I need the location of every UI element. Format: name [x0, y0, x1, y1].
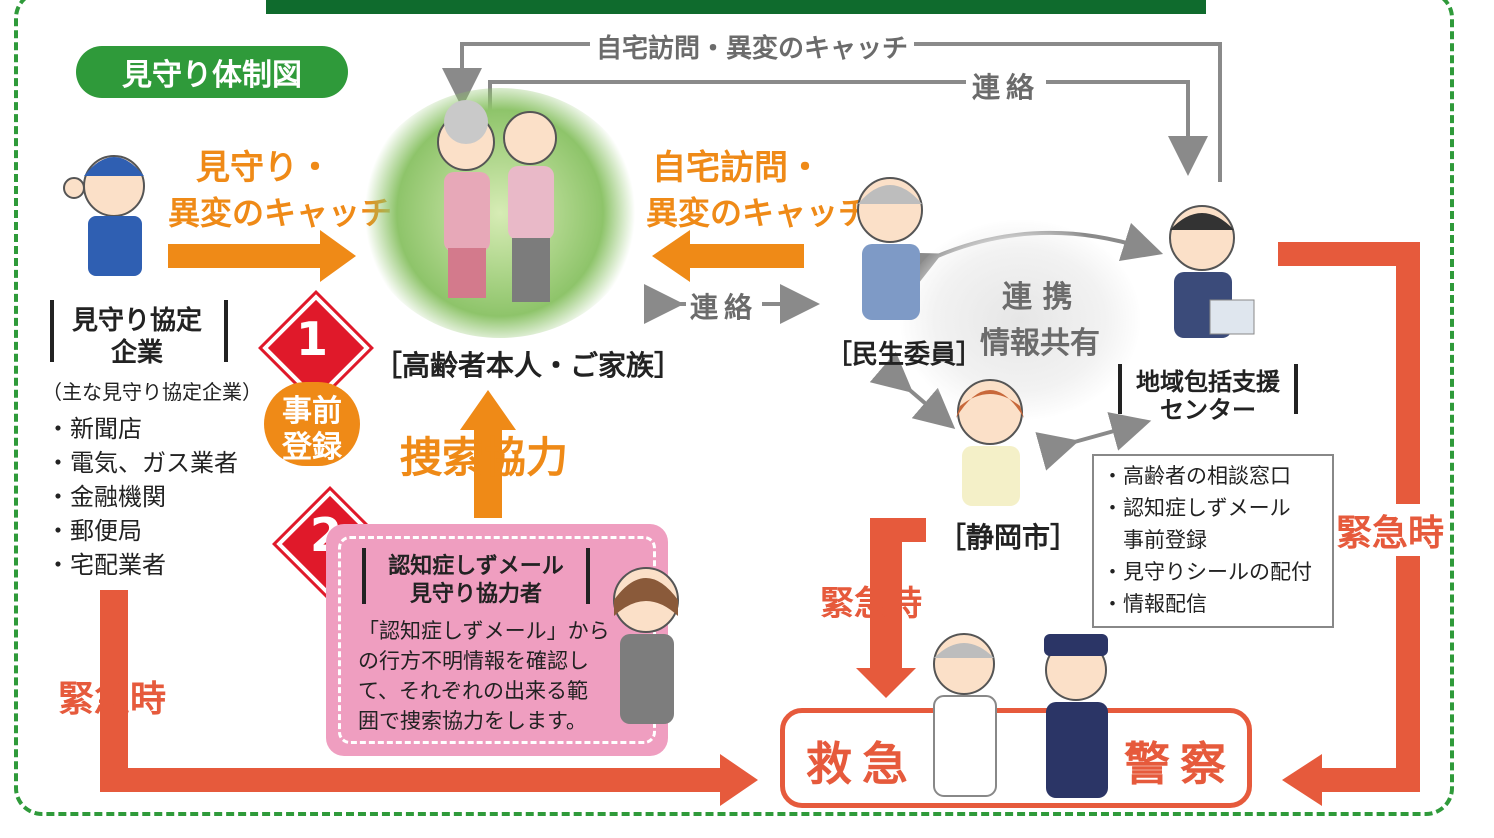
center-title-2: センター: [1160, 396, 1256, 424]
company-list: ・新聞店 ・電気、ガス業者 ・金融機関 ・郵便局 ・宅配業者: [46, 412, 238, 582]
supporter-title-2: 見守り協力者: [409, 582, 542, 607]
diagram-title: 見守り体制図: [76, 46, 348, 98]
city-label: ［静岡市］: [938, 521, 1079, 554]
list-item: ・情報配信: [1102, 592, 1207, 616]
red-right-arrow: [1278, 242, 1420, 806]
list-item: ・金融機関: [46, 483, 166, 511]
top-arrow-label: 自宅訪問・異変のキャッチ: [590, 28, 915, 65]
step1-pill: [264, 382, 360, 466]
emergency-city-label: 緊急時: [820, 584, 922, 624]
company-title-2: 企業: [110, 338, 163, 368]
elderly-label: ［高齢者本人・ご家族］: [374, 349, 683, 382]
company-bracket: [50, 300, 228, 362]
step1-number: 1: [295, 312, 328, 366]
emergency-right-label: 緊急時: [1336, 504, 1445, 556]
center-title-1: 地域包括支援: [1136, 368, 1280, 396]
coop-arrow-right: [1035, 412, 1152, 471]
renraku-top-label: 連絡: [966, 66, 1047, 106]
emergency-services-box: [780, 708, 1252, 808]
police-illustration: [1044, 634, 1108, 798]
supporter-title-1: 認知症しずメール: [388, 554, 564, 579]
elderly-glow: [360, 88, 640, 338]
supporter-desc: 「認知症しずメール」から の行方不明情報を確認し て、それぞれの出来る範 囲で捜…: [358, 616, 610, 736]
coop-glow: [900, 220, 1140, 420]
step1-label-1: 事前: [282, 394, 342, 429]
search-coop-label: 捜索協力: [400, 433, 569, 482]
emergency-left-label: 緊急時: [58, 679, 167, 720]
search-up-arrow: [460, 390, 516, 518]
left-orange-arrow: [168, 230, 356, 282]
elderly-couple-illustration: [437, 100, 557, 302]
center-bracket: [1118, 364, 1298, 414]
watch-label-2: 異変のキャッチ: [168, 194, 393, 232]
minsei-illustration: [857, 177, 923, 320]
kyukyu-label: 救急: [806, 737, 918, 791]
red-city-arrow: [856, 518, 926, 698]
list-item: ・電気、ガス業者: [46, 449, 238, 477]
center-services-list: ・高齢者の相談窓口 ・認知症しずメール 事前登録 ・見守りシールの配付 ・情報配…: [1102, 460, 1312, 620]
visit-label-1: 自宅訪問・: [652, 148, 822, 188]
desc-line: 囲で捜索協力をします。: [358, 709, 587, 733]
keisatsu-label: 警察: [1124, 737, 1236, 791]
list-item: ・郵便局: [46, 517, 142, 545]
visit-label-2: 異変のキャッチ: [646, 194, 871, 232]
desc-line: 「認知症しずメール」から: [358, 619, 610, 643]
right-orange-arrow: [652, 230, 804, 282]
top-bar: [266, 0, 1206, 14]
doctor-illustration: [933, 633, 997, 797]
minsei-label: ［民生委員］: [826, 340, 983, 370]
desc-line: て、それぞれの出来る範: [358, 679, 588, 703]
list-item: ・新聞店: [46, 415, 142, 443]
supporter-woman-illustration: [613, 567, 679, 724]
list-item: ・宅配業者: [46, 551, 166, 579]
worker-illustration: [63, 155, 145, 276]
company-title-1: 見守り協定: [71, 306, 202, 336]
coop-label-2: 情報共有: [980, 326, 1100, 361]
center-services-callout: [1092, 454, 1334, 628]
list-item: ・高齢者の相談窓口: [1102, 464, 1291, 488]
company-subtitle: （主な見守り協定企業）: [42, 380, 262, 404]
dashed-frame: [14, 0, 1454, 816]
city-staff-illustration: [956, 379, 1024, 506]
step1-label-2: 登録: [282, 430, 342, 465]
list-item: ・認知症しずメール: [1102, 496, 1291, 520]
renraku-middle-label: 連絡: [686, 286, 763, 326]
supporter-bracket: [362, 548, 590, 604]
desc-line: の行方不明情報を確認し: [358, 649, 589, 673]
center-staff-illustration: [1169, 205, 1255, 338]
watch-label-1: 見守り・: [196, 148, 332, 188]
list-item: ・見守りシールの配付: [1102, 560, 1312, 584]
coop-arrow-left: [869, 351, 956, 430]
coop-label-1: 連 携: [1002, 280, 1073, 315]
supporter-box: [326, 524, 668, 756]
list-item: 事前登録: [1102, 528, 1207, 552]
red-left-arrow: [100, 590, 758, 806]
